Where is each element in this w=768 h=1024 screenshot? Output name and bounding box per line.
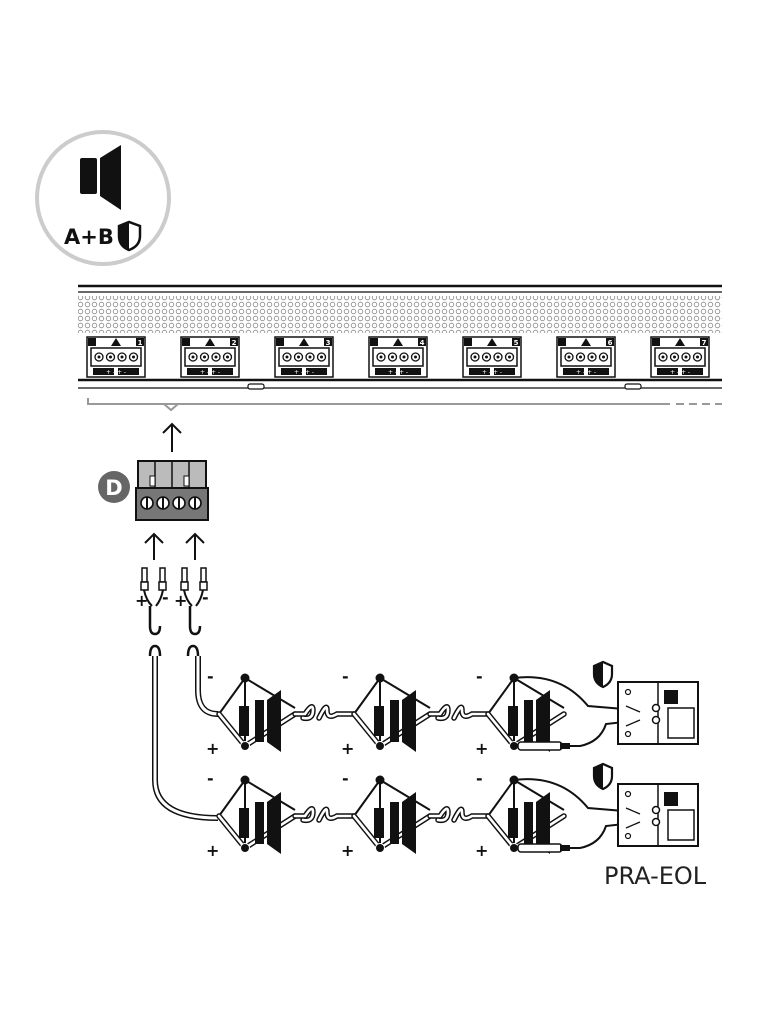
connector-number: 4: [420, 339, 425, 347]
eol-board: [617, 681, 699, 745]
speaker-icon: [508, 792, 550, 854]
cable-plus: +: [174, 591, 187, 610]
connector-pins: + - + -: [294, 369, 314, 376]
connector-pins: + - + -: [388, 369, 408, 376]
arrow-up-icon: [162, 422, 182, 452]
line-minus: -: [207, 667, 214, 686]
line-plus: +: [475, 739, 488, 758]
eol-board: [617, 783, 699, 847]
connector-number: 5: [514, 339, 519, 347]
callout-d: D: [98, 471, 130, 503]
terminal-connector: 4 + - + -: [368, 336, 428, 378]
plug-connector: [135, 460, 209, 521]
connector-pins: + - + -: [670, 369, 690, 376]
connector-number: 6: [608, 339, 613, 347]
line-minus: -: [342, 667, 349, 686]
badge-label: A+B: [64, 225, 114, 249]
line-plus: +: [341, 841, 354, 860]
shield-icon: [592, 762, 614, 791]
speaker-icon: [508, 690, 550, 752]
shield-icon: [117, 220, 142, 252]
speaker-icon: [239, 690, 281, 752]
line-plus: +: [206, 739, 219, 758]
callout-letter: D: [105, 476, 122, 500]
connector-pins: + - + -: [106, 369, 126, 376]
terminal-connector: 3 + - + -: [274, 336, 334, 378]
speaker-icon: [374, 690, 416, 752]
terminal-connector: 2 + - + -: [180, 336, 240, 378]
line-minus: -: [476, 769, 483, 788]
terminal-connector: 1 + - + -: [86, 336, 146, 378]
connector-pins: + - + -: [576, 369, 596, 376]
speaker-icon: [80, 145, 121, 210]
connector-number: 7: [702, 339, 707, 347]
speaker-line: - + - + - +: [206, 660, 699, 758]
speaker-line: - + - + - +: [206, 762, 699, 860]
eol-label: PRA-EOL: [604, 862, 707, 890]
connector-number: 3: [326, 339, 331, 347]
cable-minus: -: [162, 588, 169, 607]
cable-plus: +: [135, 591, 148, 610]
line-minus: -: [476, 667, 483, 686]
amplifier-bar: 1 + - + - 2 + - + - 3 + - + - 4 + - + - 5 + - + -…: [78, 284, 722, 390]
terminal-connector: 6 + - + -: [556, 336, 616, 378]
shield-icon: [592, 660, 614, 689]
cable-minus: -: [202, 588, 209, 607]
cable-run: [152, 656, 219, 821]
line-plus: +: [475, 841, 488, 860]
connector-pins: + - + -: [482, 369, 502, 376]
speaker-badge: A+B: [35, 130, 171, 266]
line-plus: +: [206, 841, 219, 860]
arrow-up-icon: [144, 532, 164, 560]
terminal-connector: 5 + - + -: [462, 336, 522, 378]
speaker-icon: [374, 792, 416, 854]
connector-number: 2: [232, 339, 237, 347]
speaker-icon: [239, 792, 281, 854]
terminal-connector: 7 + - + -: [650, 336, 710, 378]
line-plus: +: [341, 739, 354, 758]
line-minus: -: [342, 769, 349, 788]
connector-pins: + - + -: [200, 369, 220, 376]
arrow-up-icon: [185, 532, 205, 560]
connector-number: 1: [138, 339, 143, 347]
line-minus: -: [207, 769, 214, 788]
cable-ends: [140, 567, 208, 657]
bracket: [87, 398, 722, 412]
